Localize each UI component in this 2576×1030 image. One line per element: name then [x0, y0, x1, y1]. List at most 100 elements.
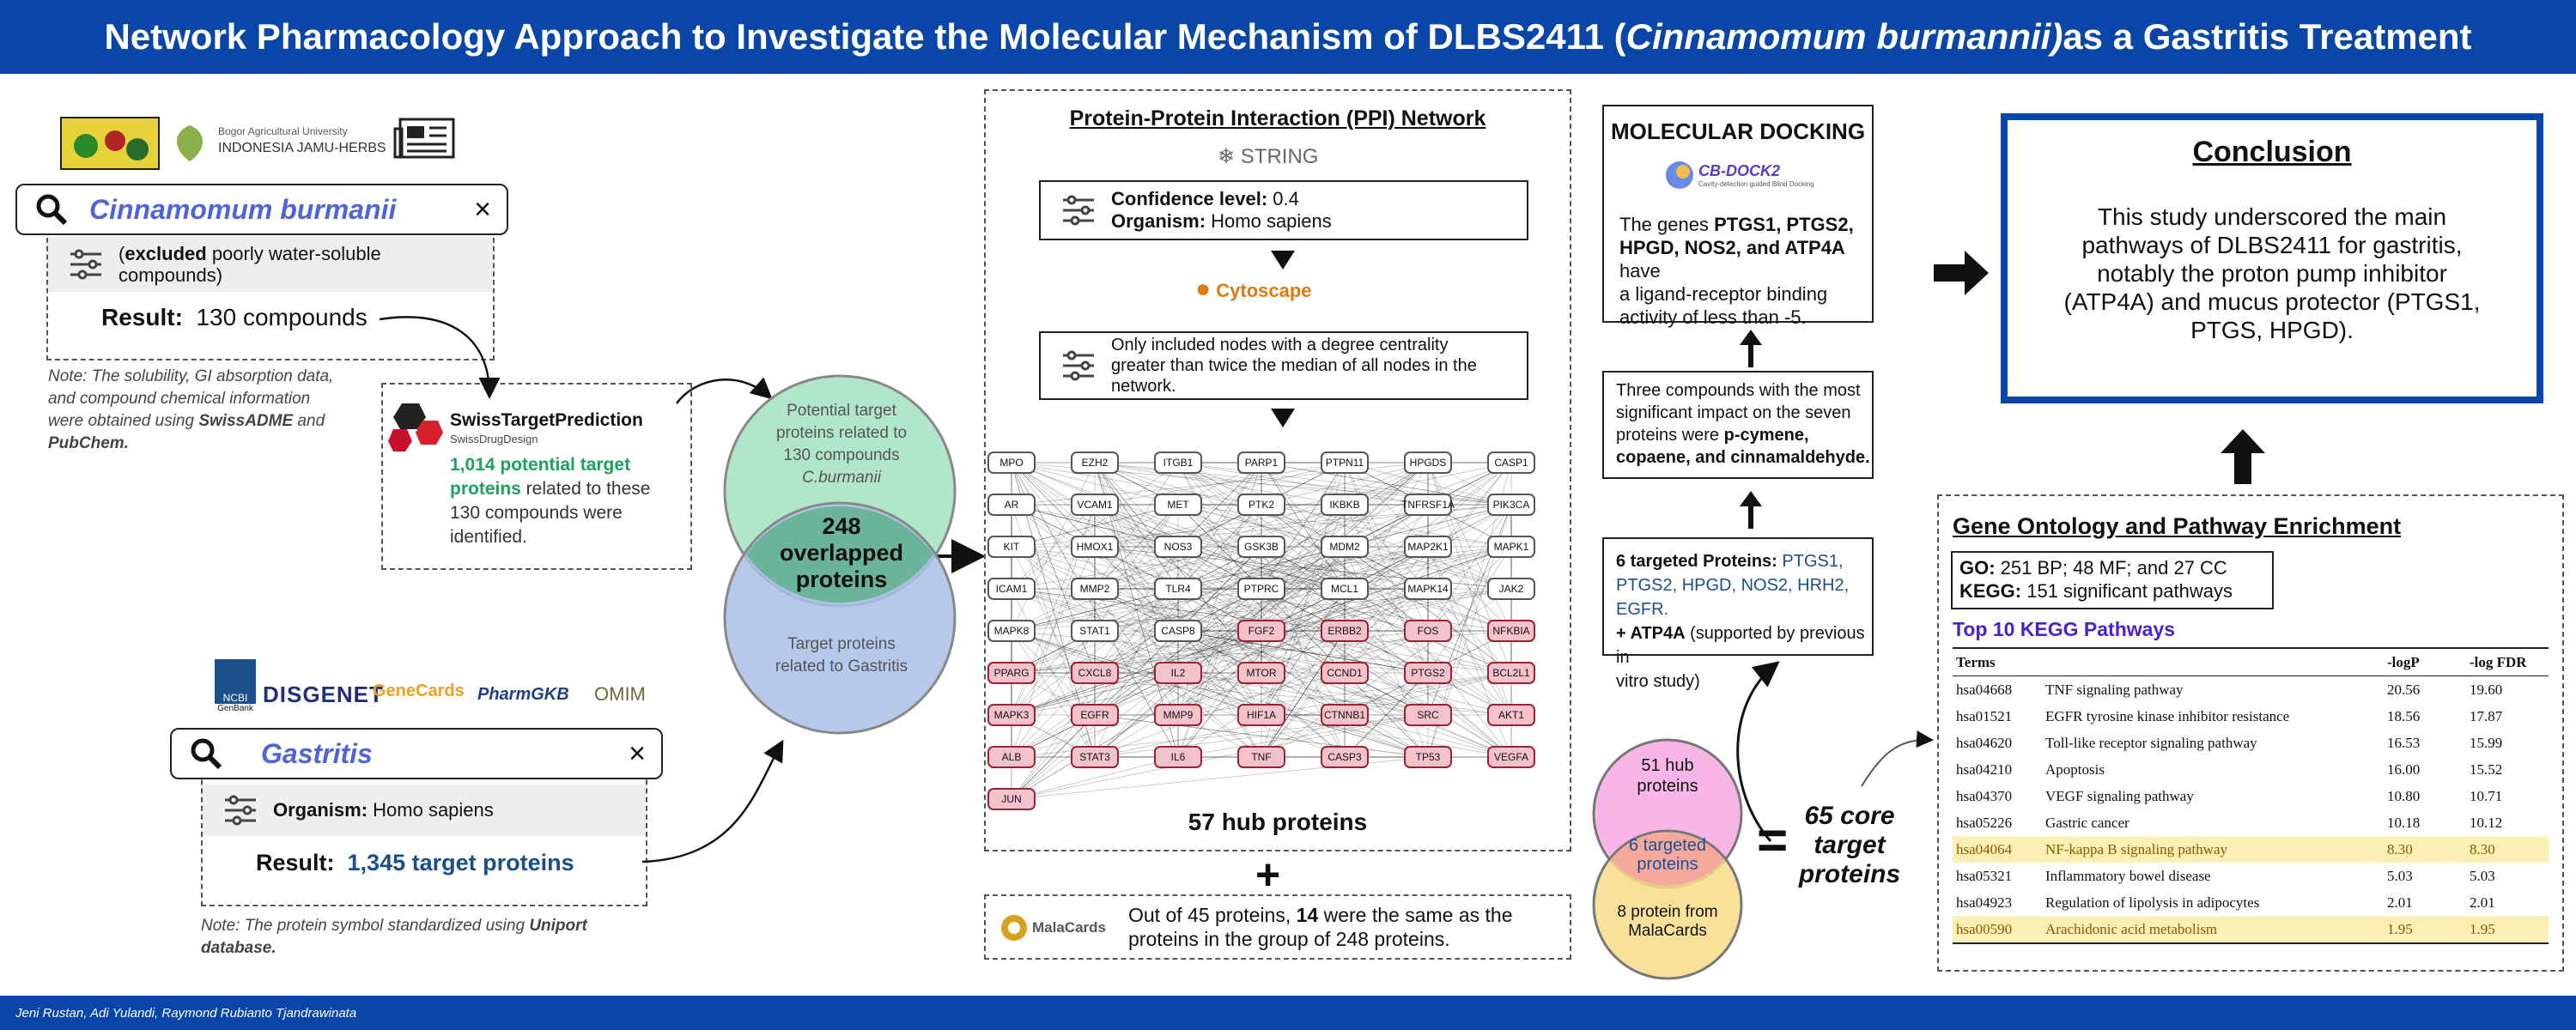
- ppi-node: STAT3: [1071, 746, 1119, 768]
- ppi-edge: [1094, 546, 1179, 632]
- ppi-edge: [1011, 504, 1179, 548]
- ppi-edge: [1261, 546, 1429, 590]
- ppi-node: MAPK3: [987, 704, 1036, 726]
- ppi-edge: [1177, 504, 1512, 548]
- ppi-edge: [1427, 504, 1512, 632]
- title-text-2: as a Gastritis Treatment: [2063, 16, 2472, 57]
- cbdock-icon: [1666, 161, 1693, 189]
- ppi-edge: [1177, 588, 1429, 716]
- clear-search-icon[interactable]: ×: [474, 192, 491, 226]
- go-title: Gene Ontology and Pathway Enrichment: [1953, 513, 2402, 539]
- ppi-edge: [1094, 504, 1512, 674]
- ppi-node: STAT1: [1071, 620, 1119, 642]
- ppi-edge: [1177, 546, 1262, 716]
- kegg-cell: hsa05226: [1956, 814, 2013, 831]
- swiss-logo-icon: [388, 403, 443, 451]
- ppi-node: CXCL8: [1071, 662, 1119, 684]
- ppi-edge: [1094, 588, 1346, 632]
- ppi-edge: [1177, 462, 1429, 674]
- ppi-edge: [1011, 504, 1262, 800]
- ppi-edge: [1177, 714, 1429, 758]
- ppi-node: HIF1A: [1237, 704, 1285, 726]
- ppi-edge: [1011, 546, 1262, 590]
- swiss-name: SwissTargetPrediction: [450, 410, 643, 430]
- ppi-edge: [1094, 504, 1429, 716]
- ncbi-logo: NCBI GenBank: [215, 659, 256, 719]
- compound-note: Note: The solubility, GI absorption data…: [48, 367, 334, 452]
- targeted-proteins-box: 6 targeted Proteins: PTGS1, PTGS2, HPGD,…: [1602, 537, 1874, 691]
- ppi-edge: [1011, 504, 1179, 632]
- pharmgkb-logo: PharmGKB: [477, 685, 569, 704]
- ppi-node: NFKBIA: [1487, 620, 1535, 642]
- ppi-edge: [1261, 630, 1512, 758]
- ppi-edge: [1261, 546, 1512, 758]
- ppi-node: MAP2K1: [1404, 536, 1452, 558]
- kegg-cell: 10.71: [2470, 787, 2503, 804]
- ppi-edge: [1177, 672, 1512, 716]
- ppi-edge: [1011, 546, 1346, 590]
- sliders-icon: [1063, 350, 1094, 381]
- ppi-edge: [1261, 462, 1346, 590]
- ppi-edge: [1094, 588, 1262, 716]
- conclusion-box: Conclusion This study underscored the ma…: [2001, 113, 2543, 403]
- malacards-text: Out of 45 proteins, 14 were the same as …: [1128, 904, 1513, 950]
- ppi-edge: [1094, 462, 1429, 590]
- newspaper-icon: [393, 118, 455, 159]
- ppi-edge: [1094, 504, 1262, 632]
- disease-search-input[interactable]: Gastritis ×: [170, 728, 663, 779]
- ppi-settings-box: Confidence level: 0.4 Organism: Homo sap…: [1039, 180, 1528, 240]
- down-arrow-icon: [1271, 409, 1295, 427]
- ppi-node: MDM2: [1321, 536, 1369, 558]
- ppi-node: ERBB2: [1321, 620, 1369, 642]
- ppi-edge: [1094, 714, 1429, 758]
- ppi-edge: [1344, 462, 1512, 674]
- ppi-node: ICAM1: [987, 578, 1036, 600]
- ppi-node: VCAM1: [1071, 494, 1119, 516]
- ppi-edge: [1011, 630, 1346, 674]
- ppi-edge: [1344, 546, 1512, 758]
- ppi-edge: [1094, 588, 1262, 632]
- footer-authors: Jeni Rustan, Adi Yulandi, Raymond Rubian…: [0, 996, 2576, 1030]
- ppi-edge: [1177, 504, 1429, 632]
- ppi-edge: [1011, 546, 1429, 632]
- kegg-cell: 10.12: [2470, 814, 2503, 831]
- ppi-edge: [1011, 630, 1262, 716]
- ppi-edge: [1261, 462, 1512, 506]
- venn-overlap-diagram: [723, 374, 957, 735]
- ppi-node: ITGB1: [1154, 451, 1202, 474]
- ppi-edge: [1344, 462, 1512, 590]
- compound-query-text: Cinnamomum burmanii: [89, 193, 397, 225]
- kegg-cell: 18.56: [2387, 707, 2421, 724]
- ppi-edge: [1261, 462, 1346, 590]
- ppi-edge: [1177, 546, 1262, 632]
- ppi-edge: [1344, 504, 1429, 590]
- ppi-edge: [1094, 504, 1179, 590]
- ppi-edge: [1094, 546, 1262, 674]
- ppi-edge: [1427, 588, 1512, 716]
- clear-search-icon[interactable]: ×: [629, 736, 646, 770]
- kegg-cell: 19.60: [2470, 681, 2503, 698]
- ppi-edge: [1094, 462, 1346, 590]
- ppi-edge: [1177, 630, 1429, 674]
- ppi-edge: [1094, 462, 1179, 548]
- ppi-node: CCND1: [1321, 662, 1369, 684]
- kegg-cell: Regulation of lipolysis in adipocytes: [2045, 894, 2260, 911]
- ppi-edge: [1177, 462, 1262, 548]
- compound-search-input[interactable]: Cinnamomum burmanii ×: [15, 184, 508, 235]
- ppi-filter-box: Only included nodes with a degree centra…: [1039, 331, 1528, 400]
- swiss-target-panel: SwissTargetPrediction SwissDrugDesign 1,…: [381, 383, 692, 570]
- docking-box: MOLECULAR DOCKING CB-DOCK2 Cavity-detect…: [1602, 105, 1874, 328]
- ppi-edge: [1261, 462, 1346, 590]
- ppi-edge: [1261, 672, 1512, 716]
- kegg-header-cell: -logP: [2384, 647, 2466, 676]
- ppi-edge: [1011, 504, 1512, 632]
- ppi-edge: [1011, 504, 1179, 716]
- ppi-edge: [1094, 462, 1346, 506]
- ppi-edge: [1427, 462, 1512, 632]
- ppi-edge: [1094, 504, 1512, 674]
- ppi-node: CASP1: [1487, 451, 1535, 474]
- ppi-node: CASP3: [1321, 746, 1369, 768]
- kegg-cell: 5.03: [2387, 867, 2413, 884]
